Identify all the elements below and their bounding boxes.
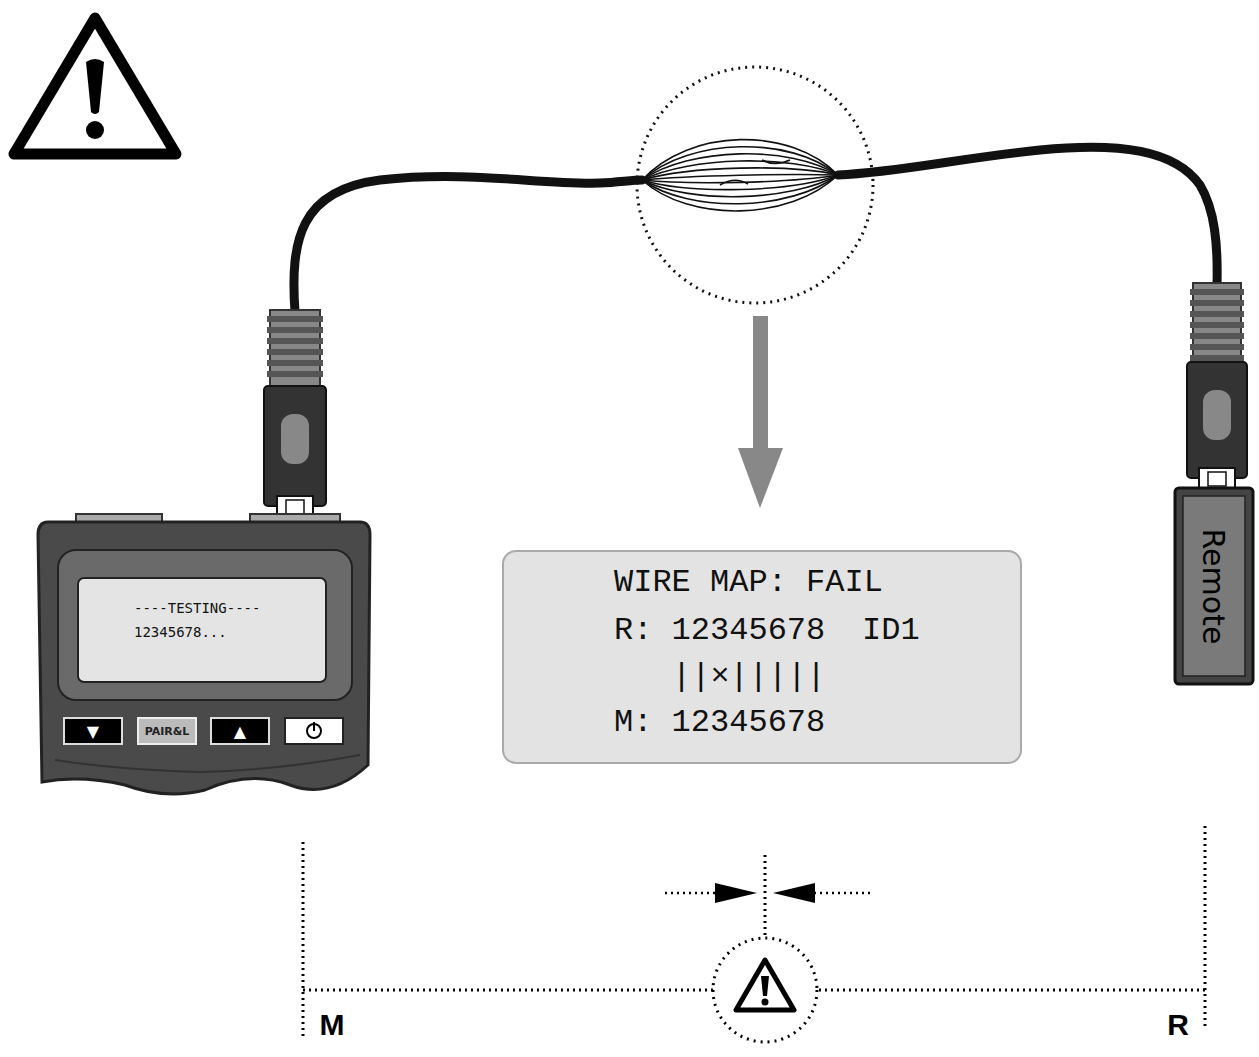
remote-label: Remote: [1183, 496, 1245, 676]
wire-strand: [642, 154, 838, 180]
wire-strand: [642, 175, 838, 204]
wire-strand: [762, 160, 790, 164]
node-text: ||×|||||: [672, 658, 826, 695]
wire-strand: [642, 175, 838, 197]
node-text: ----TESTING----: [134, 600, 260, 616]
node-text: ID1: [862, 612, 920, 649]
button-label: ▼: [87, 722, 99, 741]
cable: [838, 147, 1217, 285]
node-text: WIRE MAP: FAIL: [614, 564, 883, 601]
node-text: R: 12345678: [614, 612, 825, 649]
remote-device: [1175, 488, 1253, 684]
wire-strand: [642, 175, 838, 211]
dimension-label: R: [1167, 1008, 1189, 1042]
node-text: M: 12345678: [614, 704, 825, 741]
wire-strand: [720, 180, 748, 185]
wire-strand: [642, 175, 838, 183]
wire-strand: [642, 161, 838, 180]
frayed-wires: [642, 140, 838, 211]
node-text: Remote: [1197, 528, 1232, 644]
rj45-plug: [1187, 283, 1247, 492]
rj45-plug: [264, 310, 326, 520]
tester-screen: ----TESTING---- 12345678...: [78, 578, 326, 682]
wire-strand: [642, 147, 838, 180]
tester-device: [38, 514, 370, 794]
dimension-label: M: [320, 1008, 345, 1042]
dotted-circle: [637, 67, 873, 303]
rj45-plugs: [264, 283, 1247, 520]
wire-map-panel: WIRE MAP: FAIL R: 12345678 ID1 ||×||||| M: 1…: [502, 550, 1022, 764]
dimension-line: [303, 826, 1205, 1042]
grey-arrow: [738, 316, 783, 508]
cable: [294, 177, 642, 312]
wire-strand: [642, 140, 838, 180]
button-label: PAIR&L: [145, 725, 190, 738]
node-text: 12345678...: [134, 624, 227, 640]
warning-symbol: [14, 18, 176, 154]
button-label: ▲: [234, 722, 246, 741]
